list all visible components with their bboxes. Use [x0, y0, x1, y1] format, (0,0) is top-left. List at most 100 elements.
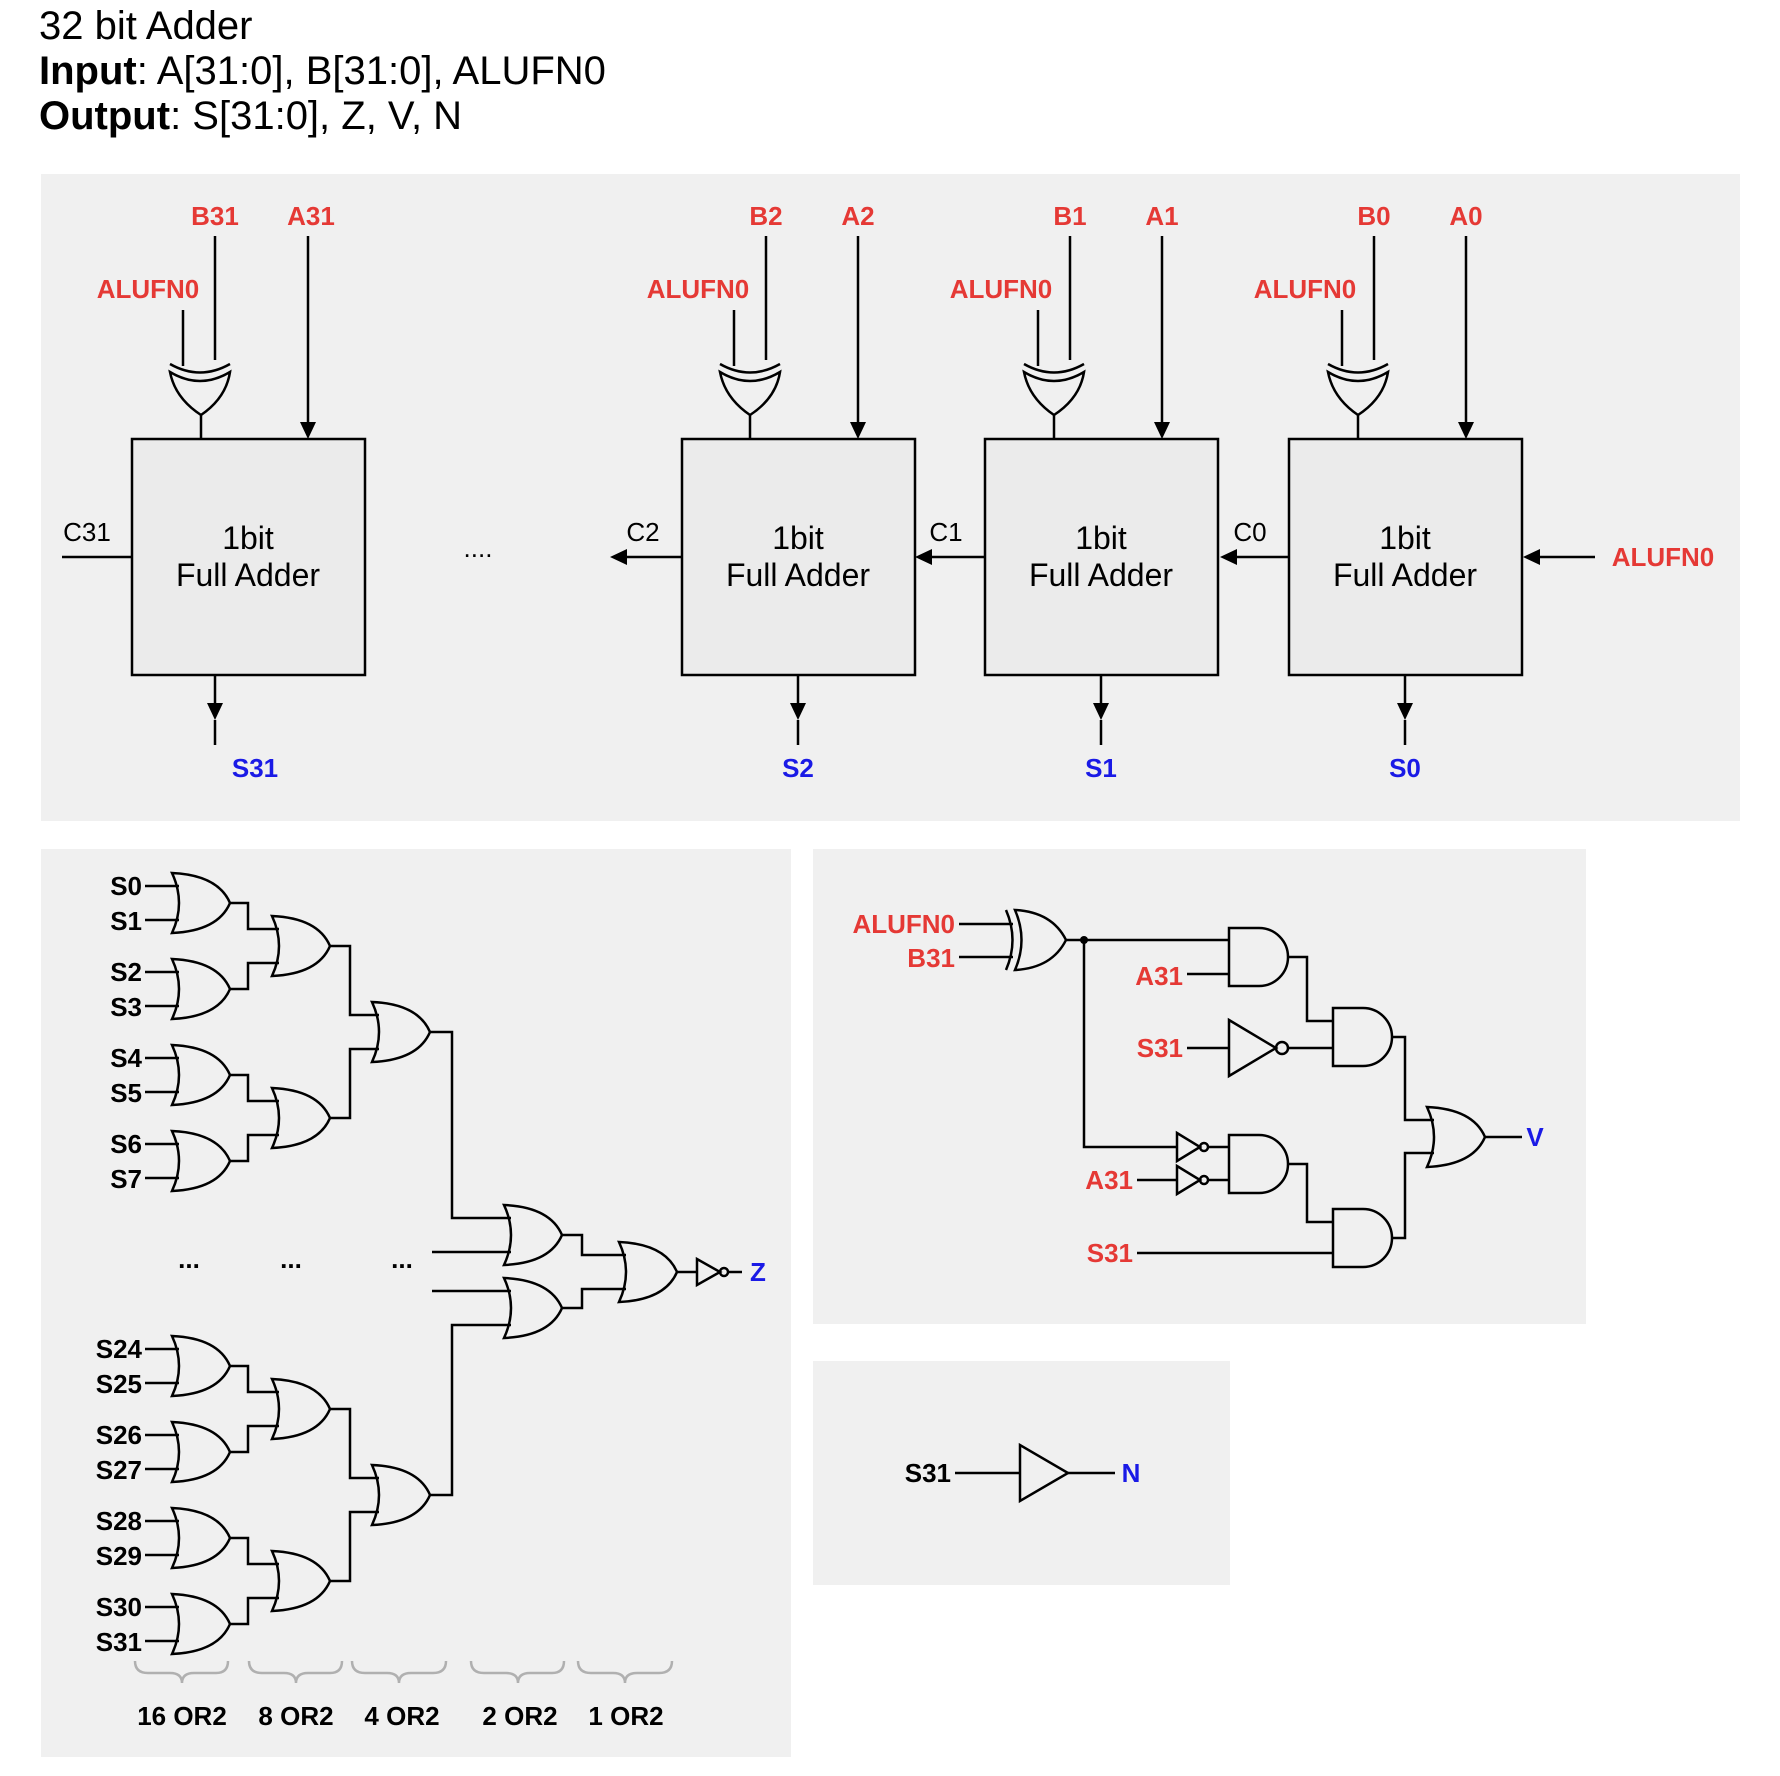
- c2-label: C2: [626, 517, 659, 547]
- full-adder-line1: 1bit: [1379, 520, 1431, 556]
- negative-input-label: S31: [905, 1458, 951, 1488]
- stage-1: 1bit Full Adder A1 B1 ALUFN0 S1 C1: [915, 201, 1220, 783]
- input-label: S5: [110, 1078, 142, 1108]
- input-label: S28: [96, 1506, 142, 1536]
- output-label: Output: [39, 94, 171, 138]
- arrow-head: [300, 422, 316, 439]
- input-label: S30: [96, 1592, 142, 1622]
- buffer-gate: [1018, 1442, 1071, 1504]
- xor-gate-2: [719, 362, 781, 374]
- full-adder-line2: Full Adder: [1333, 557, 1477, 593]
- input-label: S1: [110, 906, 142, 936]
- negative-panel-background: [813, 1361, 1230, 1585]
- b31-label: B31: [191, 201, 239, 231]
- zero-ellipsis: ...: [280, 1244, 302, 1274]
- and1-input-a31-label: A31: [1135, 961, 1183, 991]
- and3-input-a31-label: A31: [1085, 1165, 1133, 1195]
- inverter-gate: [1227, 1017, 1279, 1079]
- input-label: S2: [110, 957, 142, 987]
- level-braces: 16 OR2 8 OR2 4 OR2 2 OR2 1 OR2: [133, 1660, 674, 1731]
- zero-output-label: Z: [750, 1257, 766, 1287]
- c0-label: C0: [1233, 517, 1266, 547]
- or-level-3: [330, 944, 432, 1583]
- full-adder-line1: 1bit: [772, 520, 824, 556]
- full-adder-block-31: [130, 437, 367, 677]
- zero-panel-background: [41, 849, 791, 1757]
- overflow-panel-background: [813, 849, 1586, 1324]
- negative-panel: S31 N: [813, 1361, 1230, 1585]
- xor-gate-1: [1023, 362, 1085, 374]
- arrow-head: [207, 703, 223, 720]
- alufn0-label: ALUFN0: [950, 274, 1053, 304]
- c31-label: C31: [63, 517, 111, 547]
- carry-in-label: ALUFN0: [1612, 542, 1715, 572]
- input-label: S31: [96, 1627, 142, 1657]
- input-label: S25: [96, 1369, 142, 1399]
- level-label: 8 OR2: [258, 1701, 333, 1731]
- a1-label: A1: [1145, 201, 1178, 231]
- xor-gate-1: [1022, 369, 1086, 417]
- inverter-gate: [695, 1256, 723, 1288]
- input-label: S3: [110, 992, 142, 1022]
- s31-label: S31: [232, 753, 278, 783]
- s2-label: S2: [782, 753, 814, 783]
- stage-ellipsis: ....: [464, 533, 493, 563]
- full-adder-line2: Full Adder: [726, 557, 870, 593]
- zero-input-labels: S0 S1 S2 S3 S4 S5 S6 S7 S24 S25 S26 S27 …: [96, 871, 143, 1657]
- adder-panel: 1bit Full Adder A31 B31 ALUFN0 S31 C31 .…: [41, 174, 1740, 821]
- s1-label: S1: [1085, 753, 1117, 783]
- input-label: S27: [96, 1455, 142, 1485]
- xor-gate: [1013, 908, 1068, 972]
- xor-gate-2: [718, 369, 782, 417]
- overflow-panel: ALUFN0 B31 A31 S31 A31 S31: [813, 849, 1586, 1324]
- xor-input-b31-label: B31: [907, 943, 955, 973]
- input-label: S4: [110, 1043, 142, 1073]
- b2-label: B2: [749, 201, 782, 231]
- input-label: S0: [110, 871, 142, 901]
- zero-panel: S0 S1 S2 S3 S4 S5 S6 S7 S24 S25 S26 S27 …: [41, 849, 791, 1757]
- inverter-input-s31-label: S31: [1137, 1033, 1183, 1063]
- level-label: 4 OR2: [364, 1701, 439, 1731]
- input-spec: Input: A[31:0], B[31:0], ALUFN0: [39, 49, 606, 94]
- arrow-head: [1458, 422, 1474, 439]
- full-adder-block-0: [1287, 437, 1524, 677]
- full-adder-line1: 1bit: [222, 520, 274, 556]
- xor-gate-0: [1326, 369, 1390, 417]
- full-adder-line1: 1bit: [1075, 520, 1127, 556]
- arrow-head: [1397, 703, 1413, 720]
- or-level-5: Z: [562, 1233, 766, 1310]
- or-level-4: [430, 1030, 564, 1497]
- arrow-head: [1093, 703, 1109, 720]
- alufn0-label: ALUFN0: [647, 274, 750, 304]
- full-adder-block-2: [680, 437, 917, 677]
- page-title: 32 bit Adder: [39, 4, 253, 48]
- or-level-2: [230, 901, 332, 1626]
- input-label: S26: [96, 1420, 142, 1450]
- input-label: S6: [110, 1129, 142, 1159]
- arrow-head: [1523, 549, 1540, 565]
- xor-gate-31: [168, 369, 232, 417]
- stage-31: 1bit Full Adder A31 B31 ALUFN0 S31 C31: [62, 201, 367, 783]
- arrow-head: [1154, 422, 1170, 439]
- zero-ellipsis: ...: [178, 1244, 200, 1274]
- arrow-head: [915, 549, 932, 565]
- input-value: : A[31:0], B[31:0], ALUFN0: [136, 49, 606, 93]
- input-label: Input: [39, 49, 137, 93]
- input-label: S24: [96, 1334, 143, 1364]
- arrow-head: [1220, 549, 1237, 565]
- and4-input-s31-label: S31: [1087, 1238, 1133, 1268]
- b0-label: B0: [1357, 201, 1390, 231]
- arrow-head: [610, 549, 627, 565]
- input-label: S7: [110, 1164, 142, 1194]
- b1-label: B1: [1053, 201, 1086, 231]
- arrow-head: [790, 703, 806, 720]
- stage-0: 1bit Full Adder A0 B0 ALUFN0 S0 C0 ALUFN…: [1220, 201, 1714, 783]
- full-adder-line2: Full Adder: [176, 557, 320, 593]
- output-spec: Output: S[31:0], Z, V, N: [39, 94, 606, 139]
- c1-label: C1: [929, 517, 962, 547]
- a31-label: A31: [287, 201, 335, 231]
- s0-label: S0: [1389, 753, 1421, 783]
- xor-input-alufn0-label: ALUFN0: [852, 909, 955, 939]
- xor-gate-31: [169, 362, 231, 374]
